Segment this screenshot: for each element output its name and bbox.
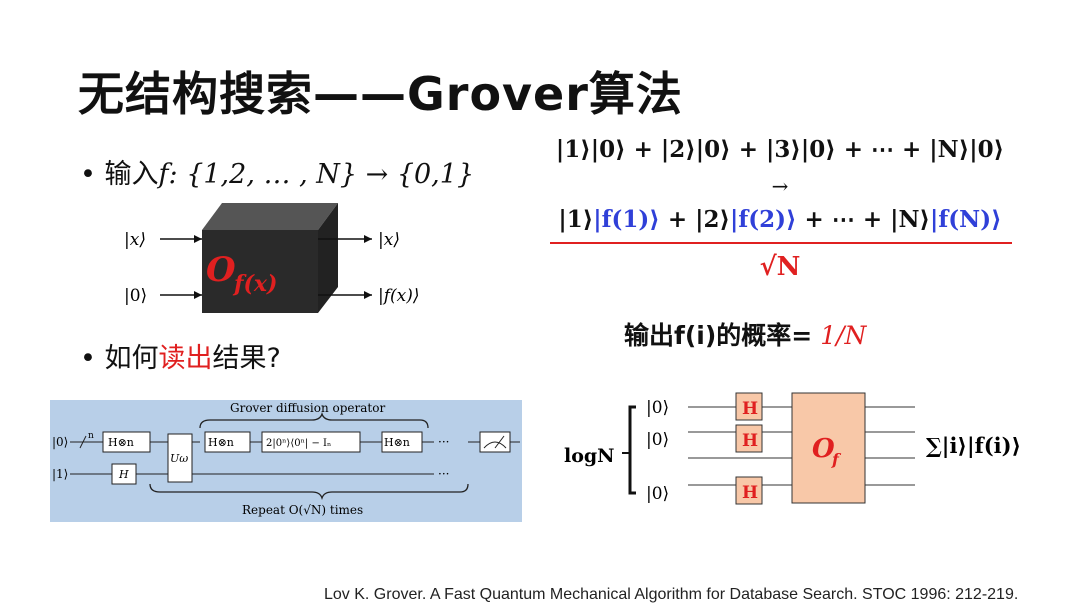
h-gate-2-label: H [742,431,758,451]
register-n-label: n [88,431,94,441]
qubit-input-3: |0⟩ [646,484,669,504]
formula-line2: |1⟩|f(1)⟩ + |2⟩|f(2)⟩ + ⋯ + |N⟩|f(N)⟩ [540,206,1020,233]
qubit-input-2: |0⟩ [646,430,669,450]
fraction-bar [550,242,1012,244]
formula-f2: |f(2)⟩ [730,206,797,233]
formula-arrow: → [771,174,789,198]
gate-u-omega [167,433,193,483]
h-gate-3 [735,476,763,505]
probability-line: 输出f(i)的概率= 1/N [624,316,866,352]
gate-h-n-1 [102,431,151,453]
gate-h-n-2-label: H⊗n [208,436,234,449]
bullet-readout-highlight: 读出 [158,343,213,374]
grover-circuit: Grover diffusion operator |0⟩ |1⟩ n H⊗n … [52,401,520,517]
slide-title: 无结构搜索——Grover算法 [78,67,683,121]
probability-label: 输出f(i)的概率= [624,321,813,350]
bullet-dot-2: • [80,343,96,374]
circuit-dots-q1: ··· [438,467,449,481]
circuit-output-label: ∑|i⟩|f(i)⟩ [926,433,1021,458]
formula-ket1: |1⟩ [558,206,594,233]
bullet-readout-suffix: 结果? [212,343,281,374]
h-gate-1-label: H [742,399,758,419]
arrow-out-top-head [364,235,372,243]
bullet-input: • 输入f: {1,2, … , N} → {0,1} [80,152,474,191]
diffusion-heading: Grover diffusion operator [230,401,385,415]
formula-denominator: √N [759,252,801,282]
diffusion-brace [199,411,429,429]
bullet-input-text: 输入 [104,159,159,190]
gate-h-q1 [111,463,137,485]
gate-h-q1-label: H [118,468,129,481]
gate-h-n-3-label: H⊗n [384,436,410,449]
oracle-circuit: logN |0⟩ |0⟩ |0⟩ H H H O f ∑|i⟩|f(i)⟩ [564,392,1021,505]
register-slash [79,435,87,449]
gate-h-n-1-label: H⊗n [108,436,134,449]
measurement-arc-icon [483,441,507,449]
formula-ketN: + ⋯ + |N⟩ [796,206,931,233]
repeat-brace [149,483,469,501]
gate-reflection [261,431,361,453]
cube-front-face [202,230,318,313]
oracle-sub-label: f(x) [232,271,277,297]
arrow-out-bottom-head [364,291,372,299]
formula-fN: |f(N)⟩ [930,206,1002,233]
measurement-needle-icon [494,435,505,449]
oracle-gate [791,392,866,504]
probability-value: 1/N [812,321,867,350]
oracle-main-label: O [206,250,236,290]
register-logN-label: logN [564,445,615,467]
citation: Lov K. Grover. A Fast Quantum Mechanical… [324,586,1019,603]
gate-h-n-2 [204,431,251,453]
bullet-dot: • [80,159,96,190]
h-gate-1 [735,392,763,421]
gate-u-omega-label: Uω [170,452,188,465]
grover-circuit-panel: Grover diffusion operator |0⟩ |1⟩ n H⊗n … [50,400,522,522]
oracle-in-bottom-label: |0⟩ [124,286,147,306]
circuit-q1-label: |1⟩ [52,467,68,481]
oracle-gate-label: O [812,434,835,464]
formula-f1: |f(1)⟩ [593,206,660,233]
register-bracket [628,405,636,495]
bullet-input-math: f: {1,2, … , N} → {0,1} [158,159,475,190]
oracle-out-bottom-label: |f(x)⟩ [378,286,420,306]
arrow-in-bottom-head [194,291,202,299]
gate-reflection-label: 2|0ⁿ⟩⟨0ⁿ| − Iₙ [266,438,331,449]
oracle-diagram: |x⟩ |0⟩ |x⟩ |f(x)⟩ O f(x) [124,203,420,313]
circuit-dots-q0: ··· [438,435,449,449]
formula-ket2: + |2⟩ [659,206,730,233]
gate-h-n-3 [381,431,423,453]
qubit-input-1: |0⟩ [646,398,669,418]
oracle-in-top-label: |x⟩ [124,230,146,250]
h-gate-2 [735,424,763,453]
bullet-readout: • 如何读出结果? [80,336,281,375]
oracle-out-top-label: |x⟩ [378,230,400,250]
circuit-q0-label: |0⟩ [52,435,68,449]
formula-line1: |1⟩|0⟩ + |2⟩|0⟩ + |3⟩|0⟩ + ⋯ + |N⟩|0⟩ [555,136,1005,163]
cube-side-face [318,203,338,313]
h-gate-3-label: H [742,483,758,503]
cube-top-face [202,203,338,230]
arrow-in-top-head [194,235,202,243]
oracle-gate-sub: f [831,450,842,469]
bullet-readout-prefix: 如何 [104,343,159,374]
repeat-footer: Repeat O(√N) times [242,503,363,517]
